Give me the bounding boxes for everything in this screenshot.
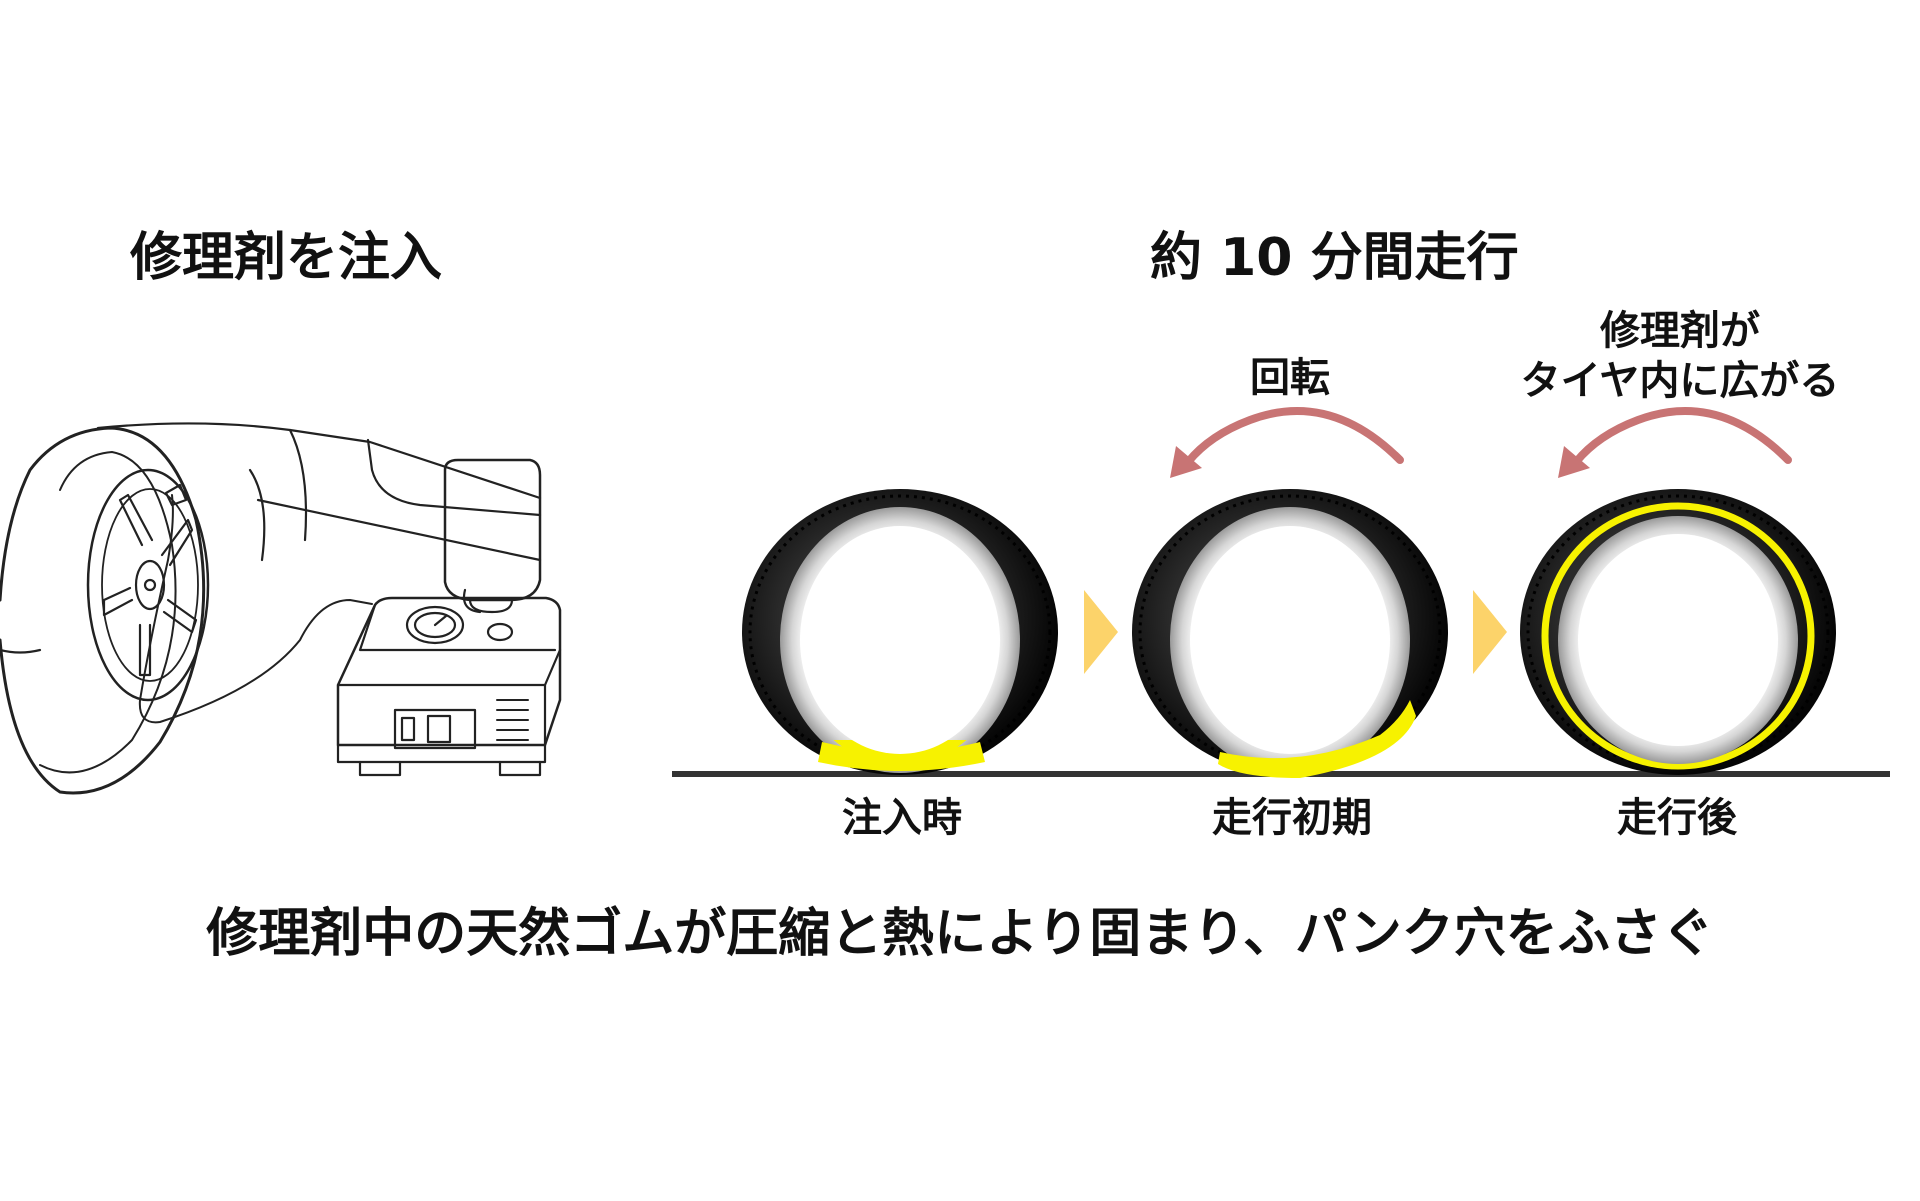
- caption: 修理剤中の天然ゴムが圧縮と熱により固まり、パンク穴をふさぐ: [206, 904, 1714, 964]
- chevron-right-icon: [1473, 590, 1507, 674]
- chevron-right-icon: [1084, 590, 1118, 674]
- title-inject: 修理剤を注入: [130, 228, 443, 288]
- title-drive: 約 10 分間走行: [1150, 228, 1519, 288]
- rotation-label: 回転: [1250, 355, 1330, 401]
- stage-label-inject: 注入時: [842, 795, 962, 841]
- tire-stage-3: [1520, 489, 1836, 775]
- curved-arrow-left-icon: [1170, 407, 1404, 478]
- stage-label-early-drive: 走行初期: [1212, 795, 1372, 841]
- car-wheel-with-compressor-icon: [0, 422, 562, 795]
- spread-label-line2: タイヤ内に広がる: [1520, 358, 1840, 404]
- tire-stage-1: [742, 489, 1058, 775]
- tire-stage-2: [1132, 489, 1448, 778]
- sealant-pool-rim: [818, 742, 985, 771]
- curved-arrow-left-icon: [1558, 407, 1792, 478]
- sealant-smear: [1218, 700, 1416, 778]
- spread-label: 修理剤が タイヤ内に広がる: [1480, 306, 1880, 406]
- sealant-ring: [1541, 502, 1815, 770]
- stage-label-after-drive: 走行後: [1617, 795, 1737, 841]
- spread-label-line1: 修理剤が: [1600, 308, 1760, 354]
